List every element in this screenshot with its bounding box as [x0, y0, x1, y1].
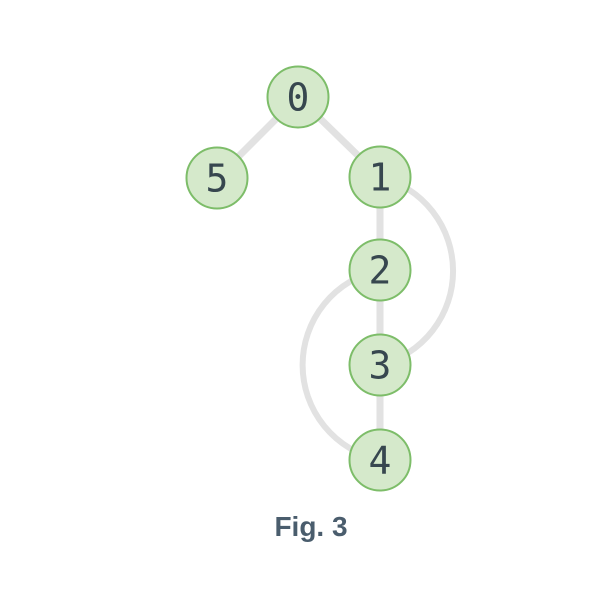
graph-node-label-5: 5 — [206, 157, 229, 201]
graph-node-label-4: 4 — [369, 439, 392, 483]
graph-node-5 — [185, 146, 249, 210]
graph-node-1 — [348, 145, 412, 209]
graph-node-4 — [348, 428, 412, 492]
graph-node-2 — [348, 238, 412, 302]
graph-node-0 — [266, 65, 330, 129]
graph-edge-1-3 — [379, 174, 457, 368]
graph-node-label-0: 0 — [287, 76, 310, 120]
graph-node-3 — [348, 333, 412, 397]
graph-node-label-2: 2 — [369, 249, 392, 293]
figure-caption: Fig. 3 — [274, 511, 348, 542]
graph-node-label-3: 3 — [369, 344, 392, 388]
graph-node-label-1: 1 — [369, 156, 392, 200]
graph-edge-2-4 — [299, 267, 381, 463]
